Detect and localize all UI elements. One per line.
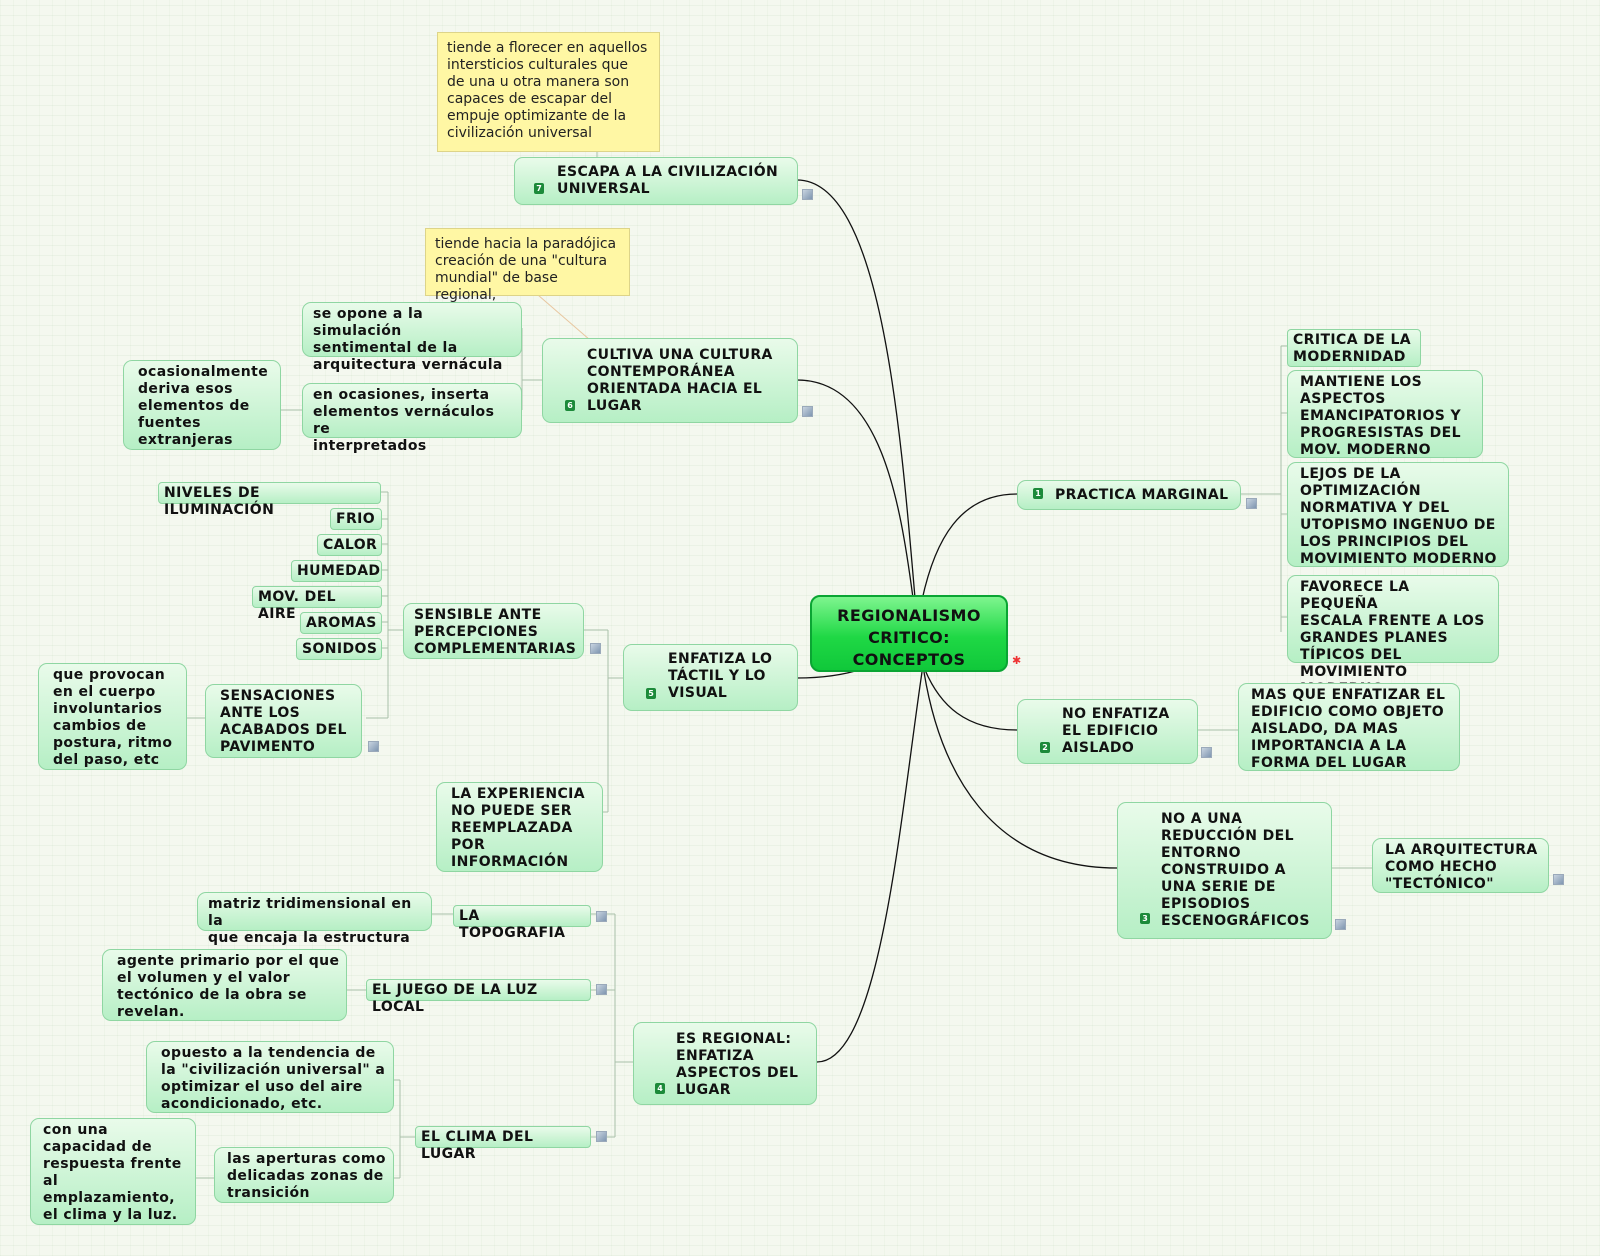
central-topic[interactable]: REGIONALISMO CRITICO: CONCEPTOS <box>810 595 1008 672</box>
priority-7-icon: 7 <box>534 183 544 194</box>
note-escapa: tiende a florecer en aquellos interstici… <box>437 32 660 152</box>
topic-aromas[interactable]: AROMAS <box>300 612 382 634</box>
connector-regional <box>816 671 923 1063</box>
topic-image-icon <box>596 1131 607 1142</box>
topic-image-icon <box>1553 874 1564 885</box>
marker-icon: ✱ <box>1012 654 1022 667</box>
topic-opuesto[interactable]: opuesto a la tendencia de la "civilizaci… <box>146 1041 394 1113</box>
topic-enfatiza[interactable]: ENFATIZA LO TÁCTIL Y LO VISUAL <box>623 644 798 711</box>
topic-regional[interactable]: ES REGIONAL: ENFATIZA ASPECTOS DEL LUGAR <box>633 1022 817 1105</box>
topic-topografia[interactable]: LA TOPOGRAFIA <box>453 905 591 941</box>
topic-practica-marginal[interactable]: PRACTICA MARGINAL <box>1017 480 1241 510</box>
priority-6-icon: 6 <box>565 400 575 411</box>
topic-image-icon <box>802 189 813 200</box>
topic-opone[interactable]: se opone a la simulación sentimental de … <box>302 302 522 373</box>
connector-noenfatiza <box>924 669 1018 731</box>
topic-calor[interactable]: CALOR <box>317 534 382 556</box>
topic-critica-modernidad[interactable]: CRITICA DE LA MODERNIDAD <box>1287 329 1421 367</box>
topic-cultiva[interactable]: CULTIVA UNA CULTURA CONTEMPORÁNEA ORIENT… <box>542 338 798 423</box>
topic-inserta[interactable]: en ocasiones, inserta elementos vernácul… <box>302 383 522 454</box>
priority-1-icon: 1 <box>1033 488 1043 499</box>
topic-agente[interactable]: agente primario por el que el volumen y … <box>102 949 347 1021</box>
topic-image-icon <box>1335 919 1346 930</box>
topic-sensaciones[interactable]: SENSACIONES ANTE LOS ACABADOS DEL PAVIME… <box>205 684 362 758</box>
topic-arquitectura-tectonico[interactable]: LA ARQUITECTURA COMO HECHO "TECTÓNICO" <box>1372 838 1549 893</box>
connector-noreduccion <box>923 671 1118 869</box>
priority-3-icon: 3 <box>1140 913 1150 924</box>
topic-image-icon <box>590 643 601 654</box>
topic-aperturas[interactable]: las aperturas como delicadas zonas de tr… <box>214 1147 394 1203</box>
topic-frio[interactable]: FRIO <box>330 508 382 530</box>
priority-4-icon: 4 <box>655 1083 665 1094</box>
topic-mov-aire[interactable]: MOV. DEL AIRE <box>252 586 382 622</box>
connector-escapa <box>796 179 916 599</box>
topic-matriz[interactable]: matriz tridimensional en la que encaja l… <box>197 892 432 946</box>
connector-practica <box>921 493 1018 601</box>
topic-no-enfatiza[interactable]: NO ENFATIZA EL EDIFICIO AISLADO <box>1017 699 1198 764</box>
topic-favorece[interactable]: FAVORECE LA PEQUEÑA ESCALA FRENTE A LOS … <box>1287 575 1499 697</box>
topic-image-icon <box>596 984 607 995</box>
topic-image-icon <box>1246 498 1257 509</box>
topic-image-icon <box>1201 747 1212 758</box>
topic-mas-que-enfatizar[interactable]: MAS QUE ENFATIZAR EL EDIFICIO COMO OBJET… <box>1238 683 1460 771</box>
topic-escapa[interactable]: ESCAPA A LA CIVILIZACIÓN UNIVERSAL <box>514 157 798 205</box>
topic-image-icon <box>596 911 607 922</box>
note-cultiva: tiende hacia la paradójica creación de u… <box>425 228 630 303</box>
topic-provocan[interactable]: que provocan en el cuerpo involuntarios … <box>38 663 187 770</box>
topic-clima[interactable]: EL CLIMA DEL LUGAR <box>415 1126 591 1162</box>
topic-sensible[interactable]: SENSIBLE ANTE PERCEPCIONES COMPLEMENTARI… <box>403 603 584 659</box>
topic-image-icon <box>368 741 379 752</box>
topic-lejos[interactable]: LEJOS DE LA OPTIMIZACIÓN NORMATIVA Y DEL… <box>1287 462 1509 567</box>
topic-mantiene[interactable]: MANTIENE LOS ASPECTOS EMANCIPATORIOS Y P… <box>1287 370 1483 458</box>
topic-image-icon <box>802 406 813 417</box>
topic-no-reduccion[interactable]: NO A UNA REDUCCIÓN DEL ENTORNO CONSTRUID… <box>1117 802 1332 939</box>
priority-2-icon: 2 <box>1040 742 1050 753</box>
topic-experiencia[interactable]: LA EXPERIENCIA NO PUEDE SER REEMPLAZADA … <box>436 782 603 872</box>
topic-deriva[interactable]: ocasionalmente deriva esos elementos de … <box>123 360 281 450</box>
priority-5-icon: 5 <box>646 688 656 699</box>
topic-sonidos[interactable]: SONIDOS <box>296 638 382 660</box>
topic-capacidad[interactable]: con una capacidad de respuesta frente al… <box>30 1118 196 1225</box>
topic-humedad[interactable]: HUMEDAD <box>291 560 382 582</box>
connector-cultiva <box>796 379 914 599</box>
topic-niveles-iluminacion[interactable]: NIVELES DE ILUMINACIÓN <box>158 482 381 518</box>
topic-luz-local[interactable]: EL JUEGO DE LA LUZ LOCAL <box>366 979 591 1015</box>
